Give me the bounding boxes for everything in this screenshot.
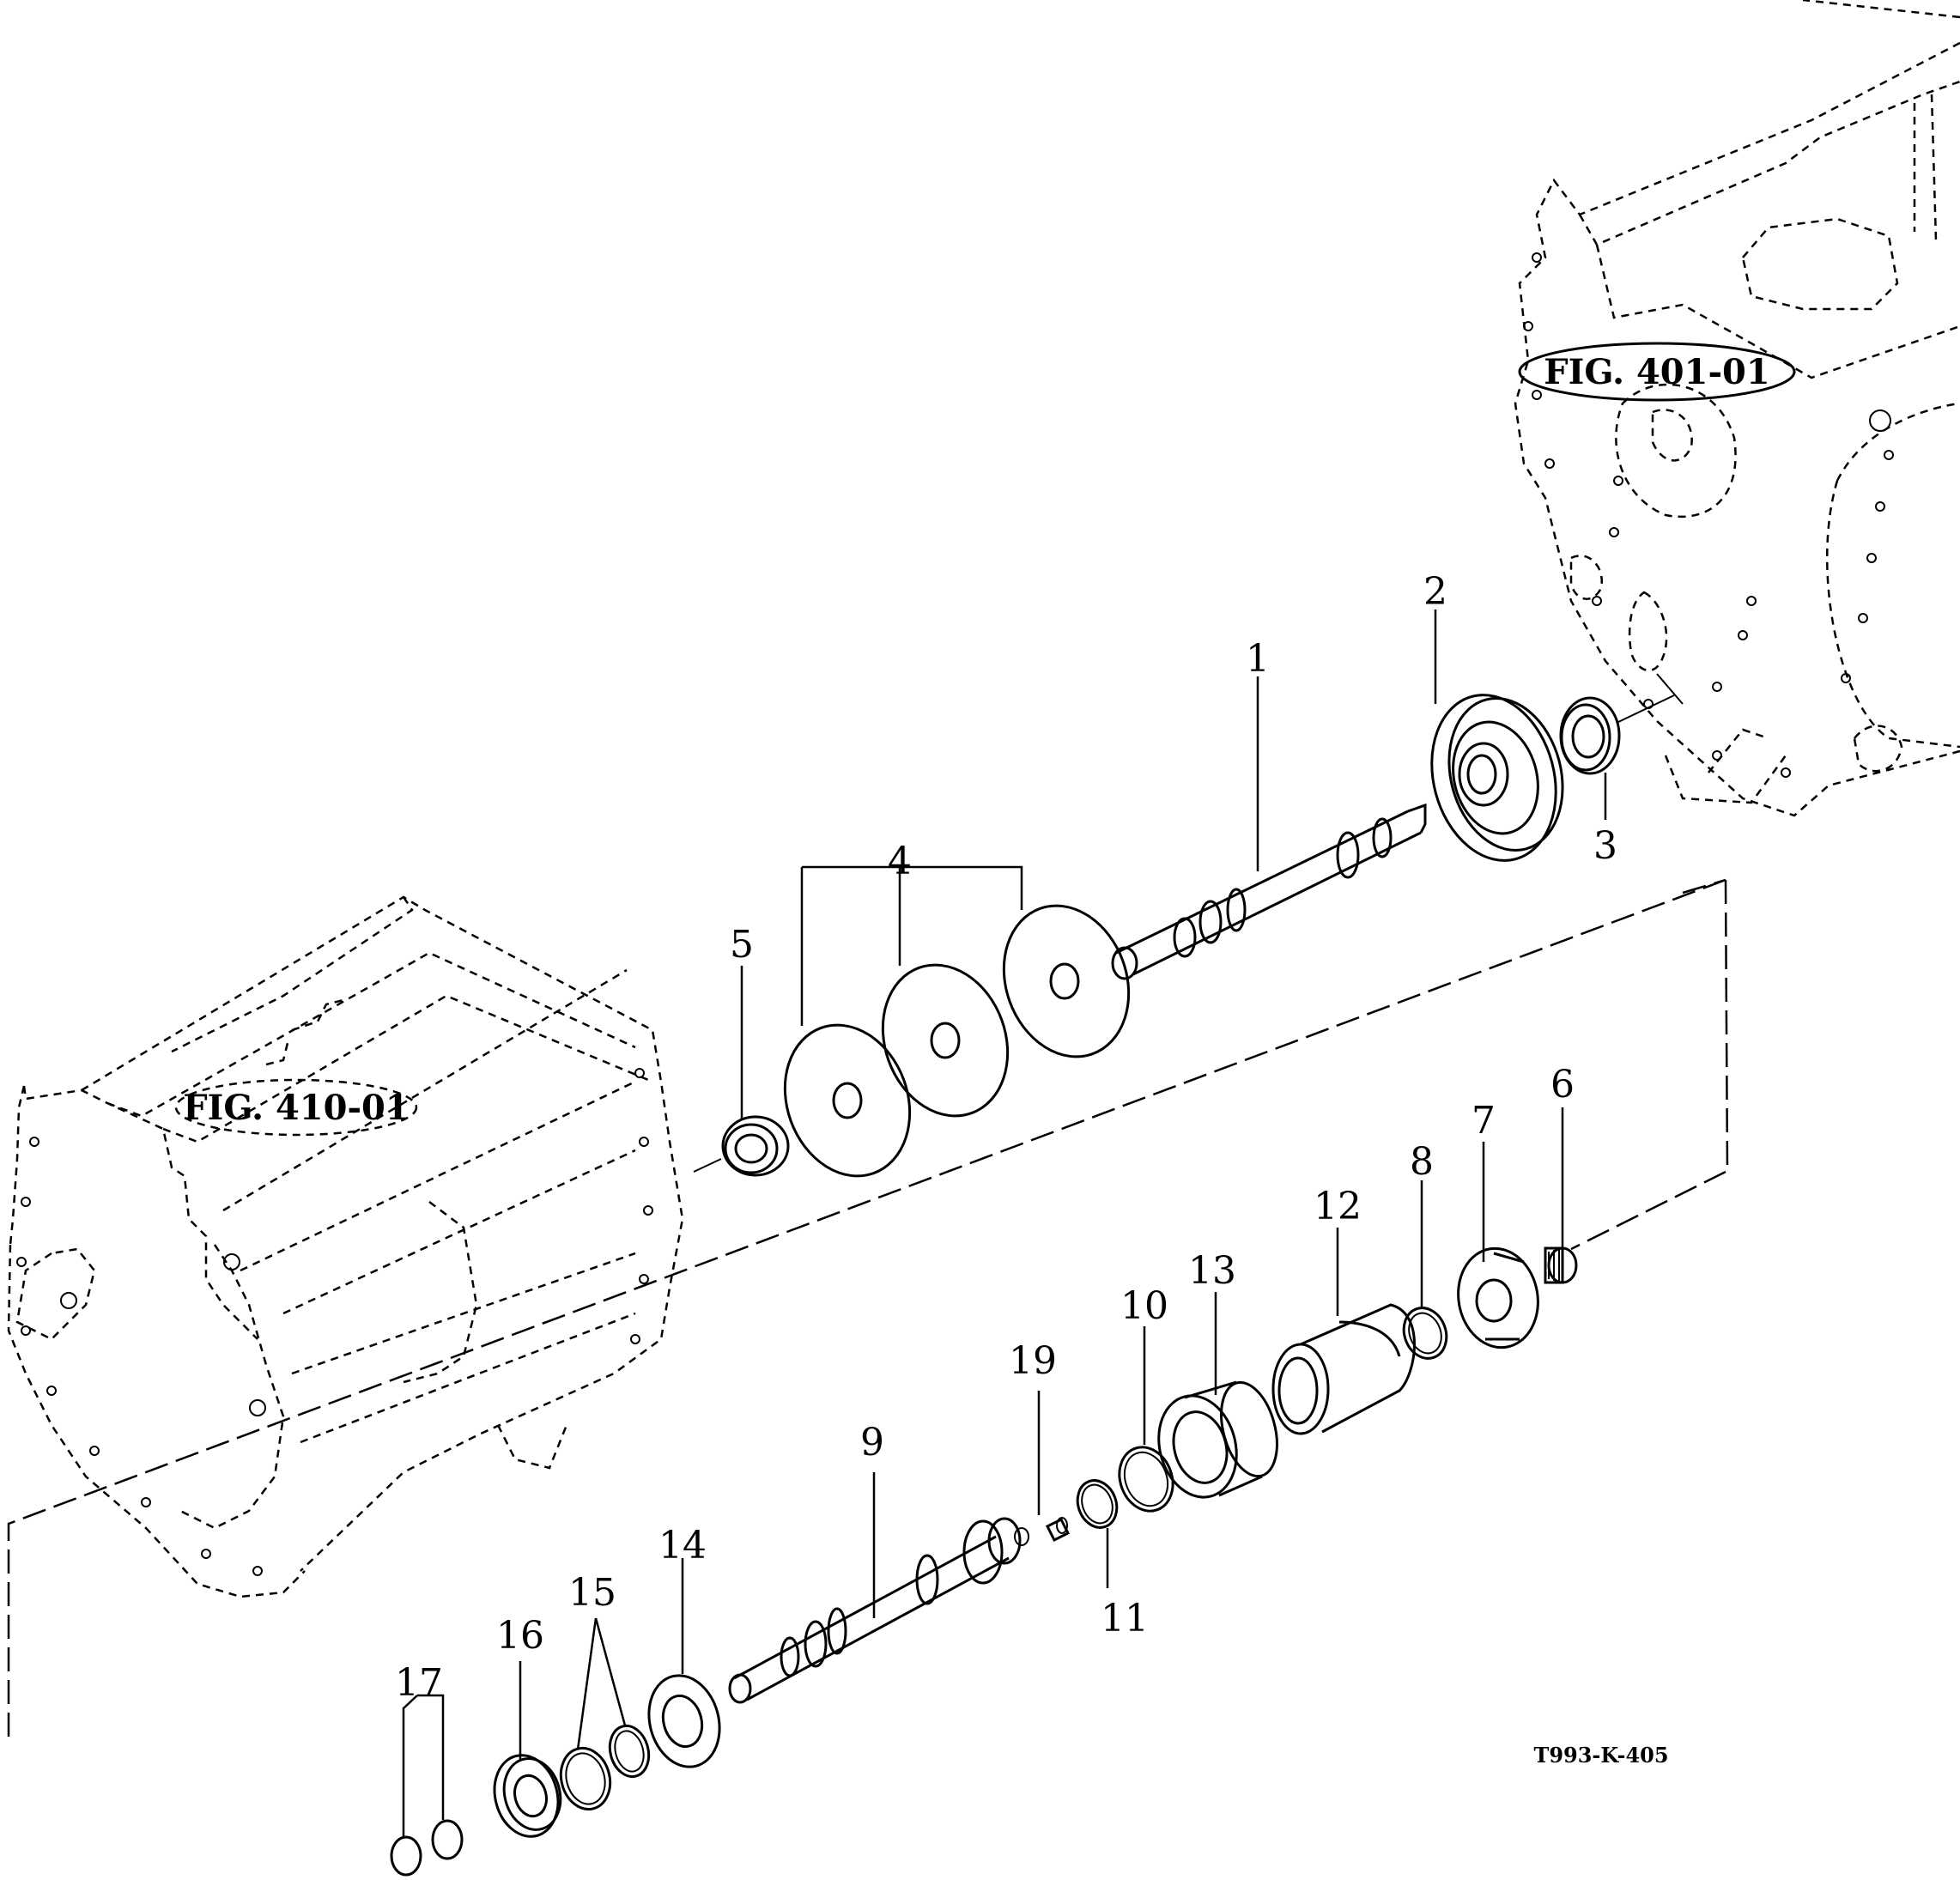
- callout-7: 7: [1472, 1099, 1496, 1143]
- part-11-o-ring[interactable]: [1071, 1475, 1123, 1533]
- callout-17: 17: [395, 1661, 443, 1705]
- part-17-o-rings[interactable]: [390, 1819, 464, 1877]
- part-2-gear[interactable]: [1414, 681, 1579, 875]
- callout-3: 3: [1593, 824, 1617, 868]
- callout-12: 12: [1314, 1185, 1362, 1228]
- callout-11: 11: [1101, 1597, 1149, 1640]
- callout-1: 1: [1246, 637, 1270, 681]
- part-9-shaft[interactable]: [728, 1517, 1029, 1704]
- callout-4: 4: [888, 840, 912, 883]
- drawing-code: T993-K-405: [1533, 1743, 1668, 1768]
- part-7-collar[interactable]: [1451, 1242, 1546, 1354]
- figure-reference-401-01-label: FIG. 401-01: [1544, 352, 1769, 392]
- part-16-bearing[interactable]: [486, 1748, 568, 1843]
- callout-15: 15: [568, 1571, 616, 1615]
- part-5-bearing[interactable]: [693, 1115, 790, 1177]
- callout-16: 16: [496, 1614, 544, 1658]
- part-13-sleeve[interactable]: [1148, 1376, 1287, 1506]
- callout-14: 14: [658, 1524, 707, 1568]
- rear-housing-outline: [1514, 0, 1960, 817]
- front-housing-outline: [7, 895, 684, 1598]
- callout-2: 2: [1423, 570, 1447, 614]
- part-12-hub[interactable]: [1271, 1303, 1416, 1435]
- part-1-shaft[interactable]: [1111, 803, 1427, 980]
- callout-13: 13: [1188, 1249, 1236, 1293]
- callout-5: 5: [730, 923, 754, 967]
- part-10-o-ring[interactable]: [1111, 1440, 1181, 1519]
- callout-6: 6: [1550, 1063, 1575, 1107]
- part-4-discs[interactable]: [764, 888, 1149, 1193]
- figure-reference-410-01-label: FIG. 410-01: [183, 1088, 409, 1128]
- part-8-snap-ring[interactable]: [1397, 1302, 1453, 1365]
- callout-19: 19: [1009, 1339, 1057, 1383]
- part-6-needle-bearing[interactable]: [1544, 1246, 1578, 1284]
- leader-lines: [402, 609, 1607, 1837]
- callout-labels: 1 2 3 4 5 6 7 8 12 13 10 19 11 9 14 15 1…: [395, 570, 1617, 1705]
- figure-reference-410-01[interactable]: FIG. 410-01: [174, 1078, 418, 1137]
- callout-8: 8: [1410, 1140, 1434, 1184]
- part-15-snap-rings[interactable]: [555, 1721, 654, 1815]
- subassembly-boundary: [7, 878, 1729, 1738]
- part-14-washer[interactable]: [639, 1667, 729, 1774]
- figure-reference-401-01[interactable]: FIG. 401-01: [1518, 342, 1796, 402]
- part-3-bearing[interactable]: [1559, 673, 1684, 775]
- callout-9: 9: [860, 1421, 884, 1465]
- part-19-pin[interactable]: [1045, 1517, 1071, 1543]
- callout-10: 10: [1120, 1284, 1168, 1328]
